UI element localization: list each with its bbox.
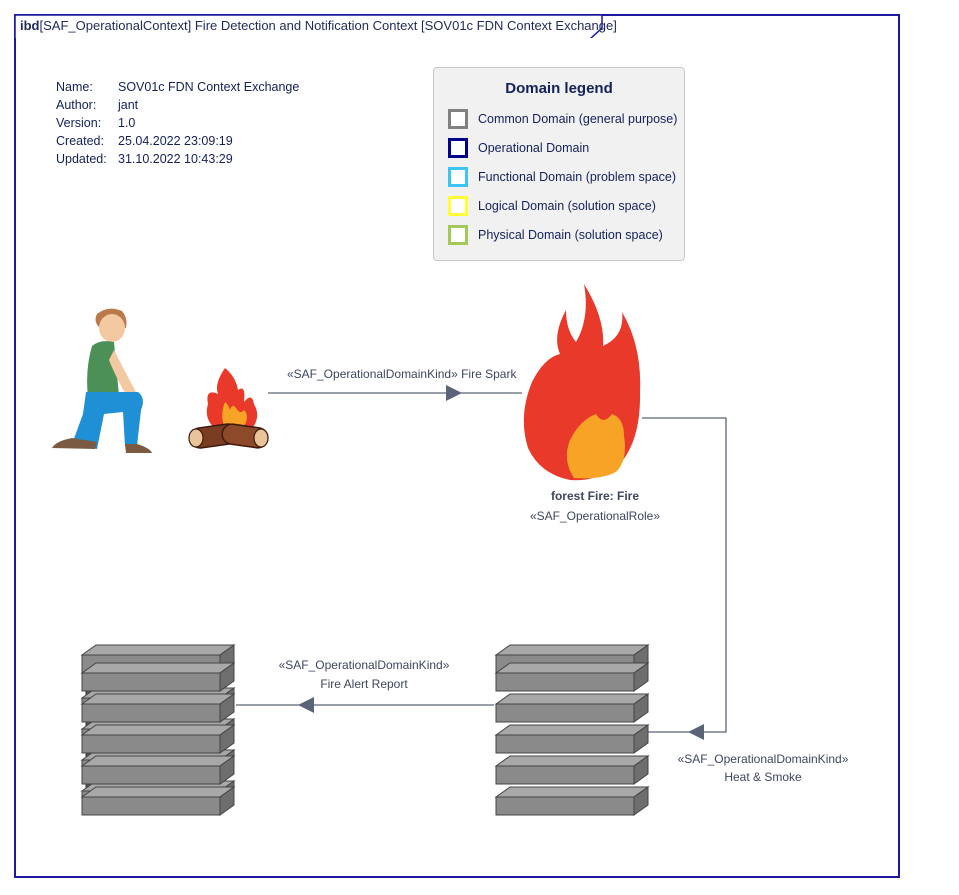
forest-fire-icon[interactable] [523, 284, 641, 481]
info-updated-value: 31.10.2022 10:43:29 [118, 152, 233, 166]
legend-label-operational: Operational Domain [478, 141, 590, 155]
frame-title: ibd[SAF_OperationalContext] Fire Detecti… [20, 18, 617, 33]
fire-alert-stereotype: «SAF_OperationalDomainKind» [278, 658, 450, 672]
info-author-key: Author: [56, 98, 97, 112]
fire-spark-label: «SAF_OperationalDomainKind» Fire Spark [287, 367, 517, 381]
legend-label-physical: Physical Domain (solution space) [478, 228, 663, 242]
info-updated-key: Updated: [56, 152, 107, 166]
legend-swatch-functional [448, 167, 468, 187]
heat-smoke-stereotype: «SAF_OperationalDomainKind» [677, 752, 849, 766]
frame-kind: ibd [20, 18, 40, 33]
diagram-info: Name: SOV01c FDN Context Exchange Author:… [56, 78, 299, 168]
fire-spark-arrowhead [446, 385, 462, 401]
heat-smoke-connector[interactable] [642, 417, 727, 740]
fire-alert-arrowhead [298, 697, 314, 713]
domain-legend[interactable]: Domain legend Common Domain (general pur… [433, 67, 685, 261]
legend-item-functional: Functional Domain (problem space) [448, 167, 676, 187]
legend-swatch-operational [448, 138, 468, 158]
fire-alert-label: Fire Alert Report [320, 677, 408, 691]
fire-role-name: forest Fire: Fire [550, 489, 640, 503]
campfire-icon[interactable] [188, 368, 269, 449]
legend-title: Domain legend [505, 80, 613, 97]
info-created-key: Created: [56, 134, 104, 148]
legend-item-operational: Operational Domain [448, 138, 589, 158]
legend-label-common: Common Domain (general purpose) [478, 112, 678, 126]
info-author-value: jant [118, 98, 139, 112]
heat-smoke-label: Heat & Smoke [724, 770, 802, 784]
legend-item-logical: Logical Domain (solution space) [448, 196, 656, 216]
frame-tab [14, 14, 603, 38]
person-icon[interactable] [52, 308, 152, 453]
legend-item-physical: Physical Domain (solution space) [448, 225, 663, 245]
legend-label-functional: Functional Domain (problem space) [478, 170, 677, 184]
legend-swatch-logical [448, 196, 468, 216]
info-version-value: 1.0 [118, 116, 136, 130]
legend-item-common: Common Domain (general purpose) [448, 109, 677, 129]
heat-smoke-arrowhead [688, 724, 704, 740]
server-stack-right-icon[interactable] [495, 644, 649, 816]
frame-title-text: [SAF_OperationalContext] Fire Detection … [39, 18, 617, 33]
fire-spark-connector[interactable] [268, 385, 522, 401]
legend-swatch-physical [448, 225, 468, 245]
fire-alert-connector[interactable] [236, 697, 494, 713]
info-created-value: 25.04.2022 23:09:19 [118, 134, 233, 148]
server-stack-left-icon[interactable] [81, 644, 235, 816]
legend-swatch-common [448, 109, 468, 129]
fire-role-stereotype: «SAF_OperationalRole» [529, 509, 661, 523]
info-name-value: SOV01c FDN Context Exchange [118, 80, 300, 94]
legend-label-logical: Logical Domain (solution space) [478, 199, 656, 213]
info-version-key: Version: [56, 116, 102, 130]
info-name-key: Name: [56, 80, 93, 94]
